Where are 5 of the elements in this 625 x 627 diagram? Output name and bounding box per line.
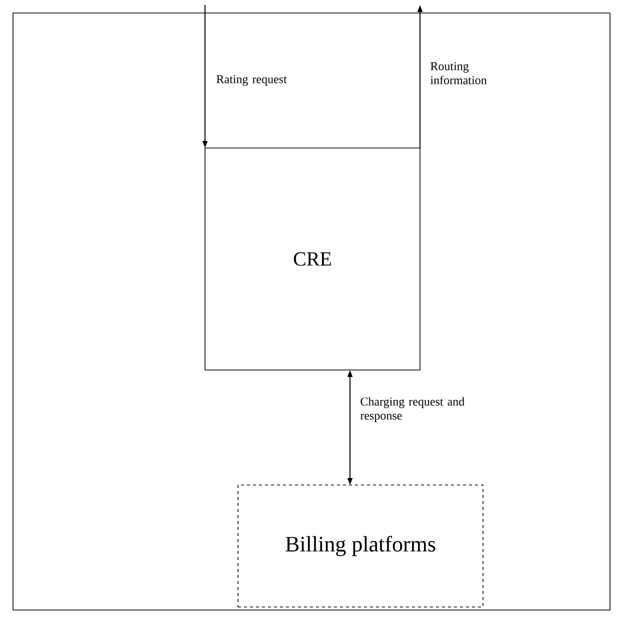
edge-label: Charging request and response [360, 397, 464, 422]
process-box: CRE [204, 148, 420, 370]
edge-label: Rating request [216, 75, 287, 86]
edge-label: Routing information [430, 62, 487, 84]
dashed-box: Billing platforms [238, 484, 484, 608]
